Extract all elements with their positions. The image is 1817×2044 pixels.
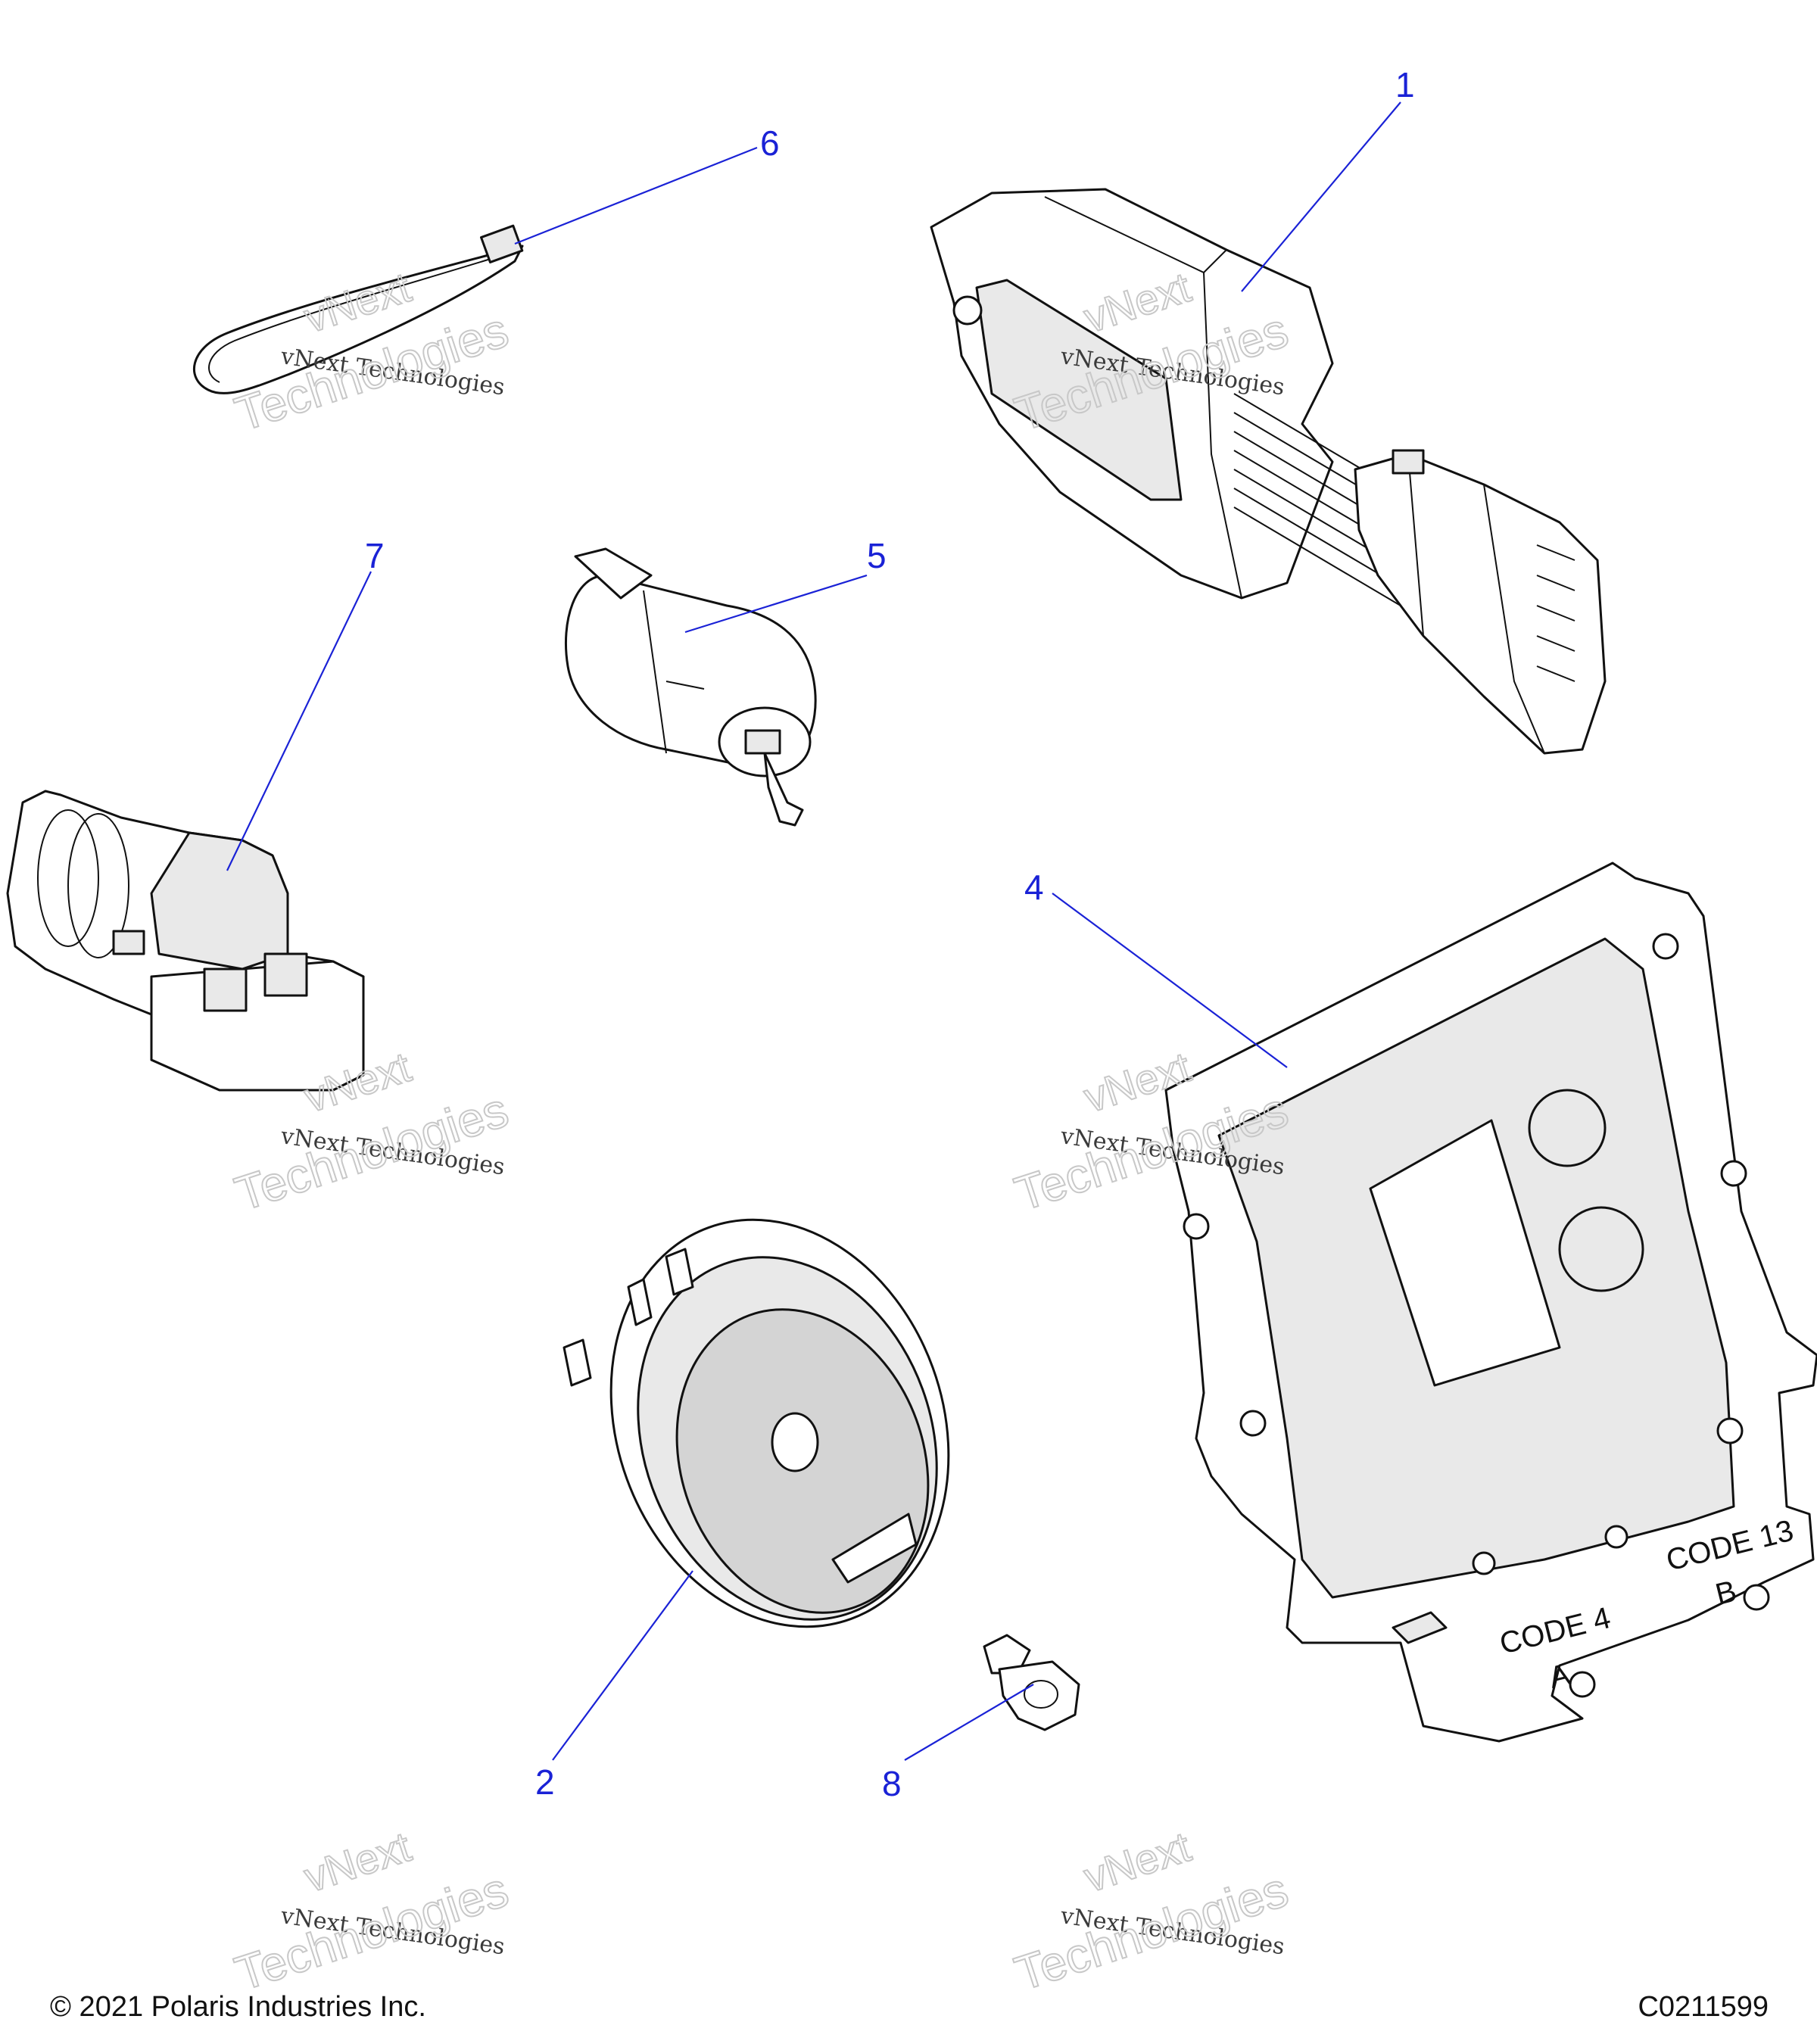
watermark-bl: vNext vNext Technologies Technologies <box>228 1821 516 2002</box>
part-8-bolt[interactable] <box>983 1634 1080 1731</box>
svg-text:vNext: vNext <box>298 1822 416 1901</box>
leader-2 <box>552 1570 693 1761</box>
leader-lines <box>226 101 1401 1761</box>
leader-8 <box>904 1684 1034 1761</box>
leader-4 <box>1052 893 1288 1068</box>
callout-1[interactable]: 1 <box>1395 65 1415 104</box>
callout-8[interactable]: 8 <box>882 1764 902 1803</box>
callout-6[interactable]: 6 <box>760 123 780 163</box>
leader-6 <box>514 146 758 245</box>
diagram-id: C0211599 <box>1638 1991 1769 2023</box>
callout-7[interactable]: 7 <box>365 536 385 575</box>
part-7-switch[interactable] <box>6 790 365 1092</box>
leader-1 <box>1241 101 1401 292</box>
callout-4[interactable]: 4 <box>1024 868 1044 907</box>
copyright-notice: © 2021 Polaris Industries Inc. <box>50 1991 426 2023</box>
part-6-cable-tie[interactable] <box>192 224 524 394</box>
part-1-module[interactable] <box>930 188 1607 755</box>
leader-7 <box>226 571 372 871</box>
part-5-ignition-cylinder[interactable] <box>564 547 817 827</box>
part-4-ecu[interactable]: CODE 4 A CODE 13 B <box>1164 862 1817 1743</box>
watermark-br: vNext vNext Technologies Technologies <box>1008 1821 1295 2002</box>
callout-5[interactable]: 5 <box>867 536 887 575</box>
callout-2[interactable]: 2 <box>535 1762 555 1802</box>
leader-5 <box>684 574 868 634</box>
svg-text:vNext: vNext <box>1078 1822 1196 1901</box>
part-2-horn[interactable] <box>556 1172 1004 1675</box>
